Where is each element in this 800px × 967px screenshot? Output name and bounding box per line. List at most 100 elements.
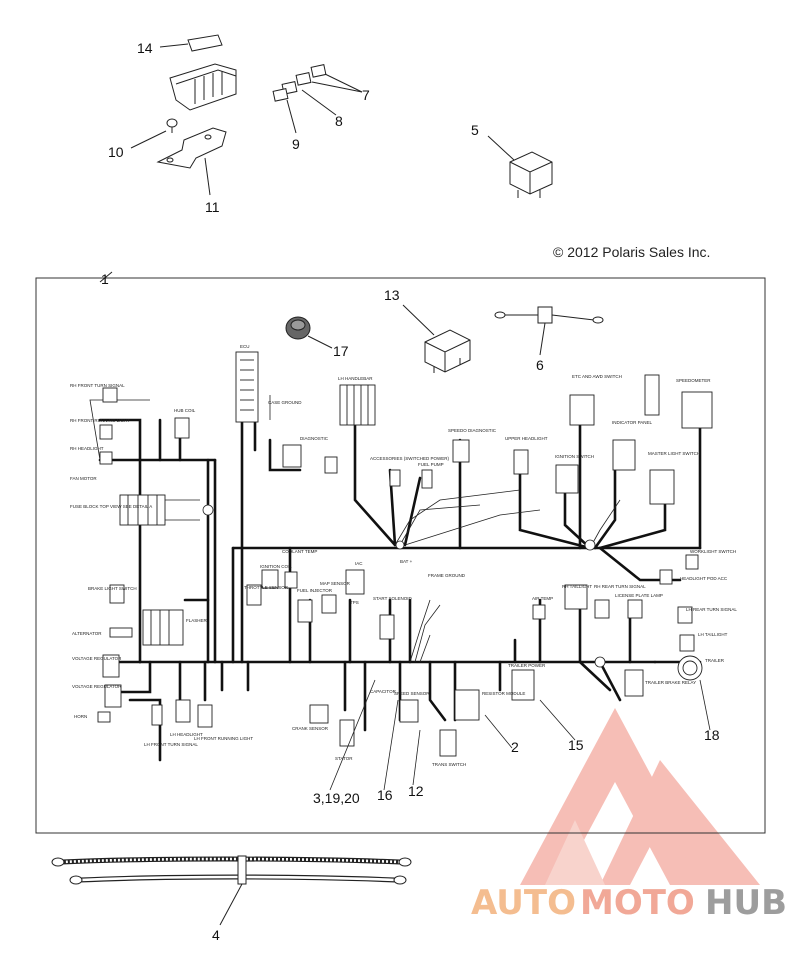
label-voltage-regulator-2: VOLTAGE REGULATOR: [72, 684, 122, 689]
speedo-diagnostic-connector: [452, 439, 470, 463]
label-fuse-block: FUSE BLOCK TOP VIEW SEE DETAIL A: [70, 504, 152, 509]
label-rh-headlight: RH HEADLIGHT: [70, 446, 104, 451]
throttle-sensor-connector: [246, 584, 262, 606]
splice-points: [202, 504, 606, 668]
label-coolant-temp: COOLANT TEMP: [282, 549, 317, 554]
ecu-connector: [235, 351, 259, 423]
callout-1-leader: [99, 271, 113, 283]
horn-connector: [97, 711, 111, 723]
rh-front-turn-connector: [102, 387, 118, 403]
part-14-fuse-cover: [159, 34, 237, 111]
callout-1: 1: [101, 271, 109, 287]
label-rh-front-turn-signal: RH FRONT TURN SIGNAL: [70, 383, 125, 388]
label-worklight-switch: WORKLIGHT SWITCH: [690, 549, 736, 554]
part-7-8-9-fuses: [272, 64, 363, 134]
master-light-switch-connector: [649, 469, 675, 505]
lh-headlight-connector: [175, 699, 191, 723]
label-fuel-injector: FUEL INJECTOR: [297, 588, 333, 593]
trailer-power-connector: [511, 669, 535, 701]
callout-3-19-20: 3,19,20: [313, 790, 360, 806]
label-horn: HORN: [74, 714, 87, 719]
callout-10: 10: [108, 144, 124, 160]
callout-15: 15: [568, 737, 584, 753]
label-tps: TPS: [350, 600, 359, 605]
diagnostic-connector: [282, 444, 302, 468]
brake-light-switch-connector: [109, 584, 125, 604]
callout-11: 11: [205, 199, 220, 215]
part-5-relay: [487, 135, 553, 198]
callout-18: 18: [704, 727, 720, 743]
speedo-connector: [644, 374, 660, 416]
label-crank-sensor: CRANK SENSOR: [292, 726, 329, 731]
rh-front-running-connector: [99, 424, 113, 440]
copyright-text: © 2012 Polaris Sales Inc.: [553, 244, 710, 260]
label-start-solenoid: START SOLENOID: [373, 596, 413, 601]
callout-7: 7: [362, 87, 370, 103]
label-flasher: FLASHER: [186, 618, 208, 623]
callout-12: 12: [408, 783, 424, 799]
label-speedo-diagnostic: SPEEDO DIAGNOSTIC: [448, 428, 497, 433]
label-rh-taillight: RH TAILLIGHT: [562, 584, 592, 589]
crank-sensor-connector: [309, 704, 329, 724]
callout-17: 17: [333, 343, 349, 359]
part-10-11-bracket: [130, 118, 227, 196]
label-fan-motor: FAN MOTOR: [70, 476, 97, 481]
label-case-ground: CASE GROUND: [268, 400, 302, 405]
rh-rear-turn-connector: [594, 599, 610, 619]
label-alternator: ALTERNATOR: [72, 631, 102, 636]
label-rh-rear-turn-signal: RH REAR TURN SIGNAL: [594, 584, 646, 589]
label-lh-headlight: LH HEADLIGHT: [170, 732, 203, 737]
label-voltage-regulator-1: VOLTAGE REGULATOR: [72, 656, 122, 661]
etc-awd-switch-connector: [569, 394, 595, 426]
connector-blocks: [97, 351, 713, 757]
worklight-switch-connector: [685, 554, 699, 570]
label-ecu: ECU: [240, 344, 250, 349]
label-lh-taillight: LH TAILLIGHT: [698, 632, 728, 637]
lh-rear-turn-connector: [677, 606, 693, 624]
trans-switch-connector: [439, 729, 457, 757]
label-throttle-sensor: THROTTLE SENSOR: [244, 585, 289, 590]
label-brake-light-switch: BRAKE LIGHT SWITCH: [88, 586, 137, 591]
label-iac: IAC: [355, 561, 363, 566]
ignition-switch-connector: [555, 464, 579, 494]
iac-connector: [345, 569, 365, 595]
label-lh-front-running-light: LH FRONT RUNNING LIGHT: [194, 736, 253, 741]
air-temp-connector: [532, 604, 546, 620]
watermark-text: AUTO MOTO HUB: [471, 883, 787, 923]
rh-headlight-connector: [99, 451, 113, 465]
label-lh-handlebar: LH HANDLEBAR: [338, 376, 373, 381]
hub-coil-connector: [174, 417, 190, 439]
watermark-hub: HUB: [705, 883, 787, 923]
label-bat: BAT +: [400, 559, 413, 564]
label-capacitor: CAPACITOR: [370, 689, 397, 694]
stator-connector: [339, 719, 355, 747]
callout-16: 16: [377, 787, 393, 803]
alternator-connector: [109, 627, 133, 638]
callout-8: 8: [335, 113, 343, 129]
label-indicator-panel: INDICATOR PANEL: [612, 420, 653, 425]
label-trailer-brake-relay: TRAILER BRAKE RELAY: [645, 680, 696, 685]
indicator-panel-connector: [612, 439, 636, 471]
callout-leaders: [329, 679, 711, 791]
speedometer-connector: [681, 391, 713, 429]
part-13-relay: [402, 304, 471, 373]
label-diagnostic: DIAGNOSTIC: [300, 436, 329, 441]
flasher-connector: [142, 609, 184, 646]
label-rh-front-running-light: RH FRONT RUNNING LIGHT: [70, 418, 130, 423]
watermark-auto: AUTO: [471, 883, 576, 923]
label-master-light-switch: MASTER LIGHT SWITCH: [648, 451, 700, 456]
map-sensor-connector: [321, 594, 337, 614]
label-resistor-module: RESISTOR MODULE: [482, 691, 525, 696]
diagnostic-cap: [324, 456, 338, 474]
label-hub-coil: HUB COIL: [174, 408, 196, 413]
lh-running-light-connector: [197, 704, 213, 728]
fuel-injector-connector: [297, 599, 313, 623]
lh-handlebar-connector: [339, 384, 376, 426]
part-17-sensor: [285, 316, 333, 349]
trailer-brake-relay-connector: [624, 669, 644, 697]
callout-14: 14: [137, 40, 153, 56]
speed-sensor-connector: [399, 699, 419, 723]
accessories-connector: [389, 469, 401, 487]
lh-front-turn-connector: [151, 704, 163, 726]
